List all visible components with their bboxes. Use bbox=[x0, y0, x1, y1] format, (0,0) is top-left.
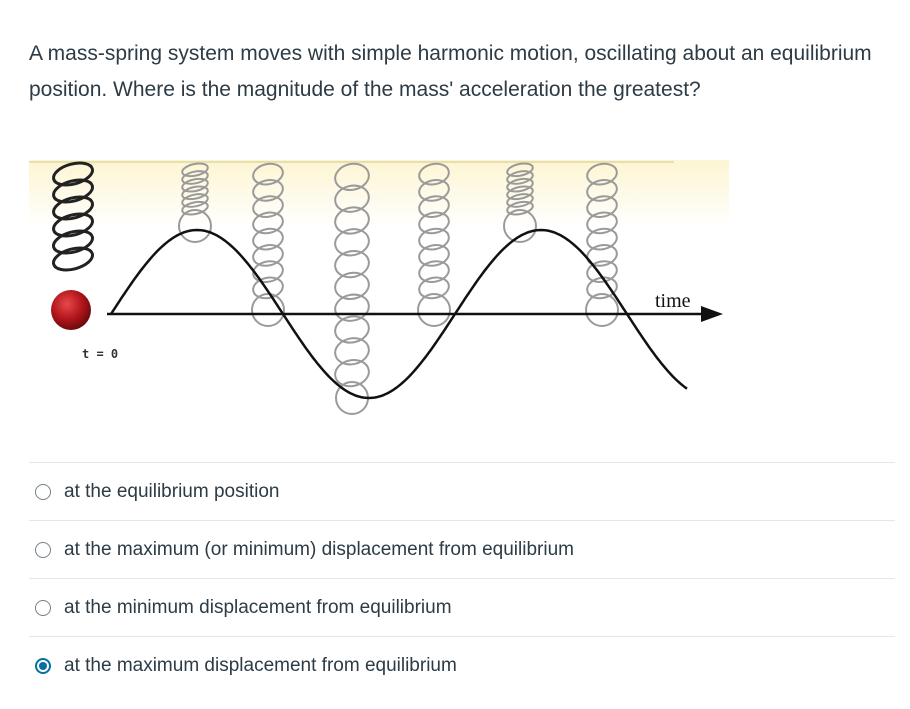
spring-ghost-5 bbox=[503, 162, 537, 243]
answer-option-2[interactable]: at the maximum (or minimum) displacement… bbox=[29, 520, 895, 578]
time-axis-arrowhead bbox=[701, 306, 723, 322]
time-axis-label: time bbox=[655, 290, 691, 312]
radio-button[interactable] bbox=[35, 599, 51, 616]
answer-label: at the equilibrium position bbox=[64, 480, 280, 502]
spring-ghost-6 bbox=[585, 162, 619, 327]
answer-option-4[interactable]: at the maximum displacement from equilib… bbox=[29, 636, 895, 694]
mass-spring bbox=[52, 161, 94, 272]
spring-ghost-3 bbox=[334, 162, 370, 415]
answer-label: at the maximum displacement from equilib… bbox=[64, 654, 457, 676]
springs-group bbox=[52, 161, 619, 415]
mass-ball bbox=[51, 290, 91, 330]
question-text: A mass-spring system moves with simple h… bbox=[29, 42, 872, 101]
radio-button[interactable] bbox=[35, 657, 51, 674]
radio-button[interactable] bbox=[35, 541, 51, 558]
answer-label: at the maximum (or minimum) displacement… bbox=[64, 538, 574, 560]
radio-button[interactable] bbox=[35, 483, 51, 500]
spring-ghost-4 bbox=[417, 162, 451, 327]
answer-list: at the equilibrium position at the maxim… bbox=[29, 462, 895, 694]
answer-option-3[interactable]: at the minimum displacement from equilib… bbox=[29, 578, 895, 636]
spring-ghost-2 bbox=[251, 162, 285, 327]
answer-option-1[interactable]: at the equilibrium position bbox=[29, 462, 895, 520]
shm-diagram: time t = 0 bbox=[29, 160, 729, 415]
t0-label: t = 0 bbox=[82, 347, 118, 361]
answer-label: at the minimum displacement from equilib… bbox=[64, 596, 452, 618]
figure-background bbox=[29, 160, 729, 310]
shm-figure: time t = 0 bbox=[29, 160, 729, 435]
displacement-curve bbox=[109, 228, 688, 400]
spring-ghost-1 bbox=[178, 162, 212, 243]
